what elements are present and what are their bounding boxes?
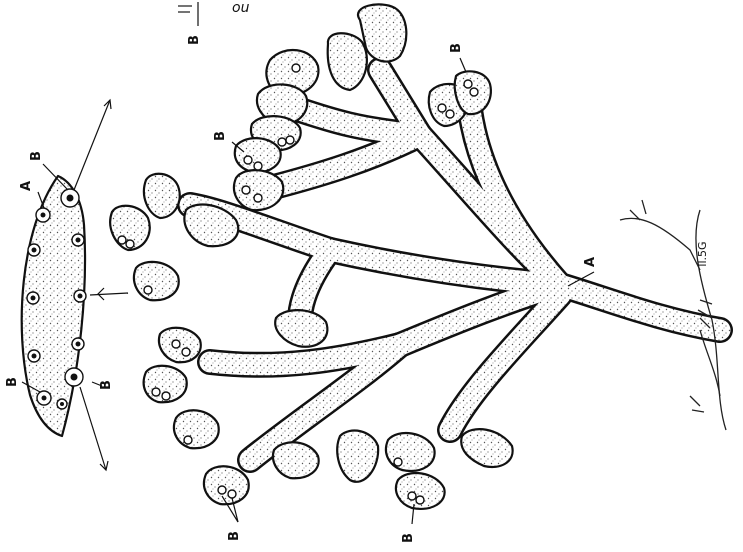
section-label-a: A	[19, 181, 34, 191]
top-label-fragment: B ou	[178, 0, 250, 45]
section-label-b-lower-right: B	[99, 380, 114, 390]
scale-note: ll.5G	[696, 241, 709, 266]
cross-section-body	[22, 176, 85, 436]
top-scribble-text: ou	[232, 0, 250, 16]
section-label-b-top: B	[29, 151, 44, 161]
top-label-b: B	[187, 35, 202, 45]
section-label-b-lower-left: B	[5, 377, 20, 387]
branched-thallus: ll.5G	[110, 4, 726, 508]
thallus-label-b-upper-right: B	[449, 43, 464, 53]
thallus-label-b-bottom-left: B	[227, 531, 242, 541]
thallus-label-b-bottom-right: B	[401, 533, 416, 543]
thallus-label-b-upper-left: B	[213, 131, 228, 141]
thallus-label-a: A	[583, 257, 598, 267]
cross-section-diagram: B A B B	[5, 100, 128, 470]
